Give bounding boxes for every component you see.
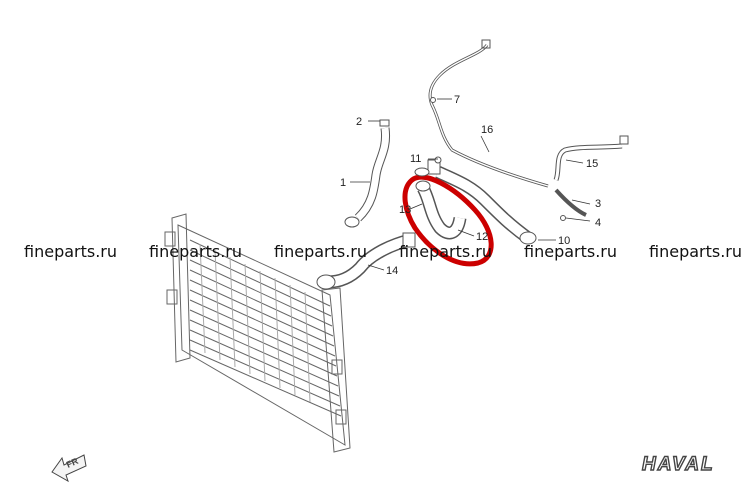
hose-12 (415, 180, 467, 240)
pipe-15 (553, 143, 623, 217)
watermark: fineparts.ru (524, 242, 617, 261)
watermark: fineparts.ru (274, 242, 367, 261)
callout-10: 10 (558, 235, 570, 247)
hose-1 (344, 127, 391, 228)
clamps (379, 97, 629, 221)
watermark: fineparts.ru (399, 242, 492, 261)
callout-11: 11 (410, 153, 421, 165)
callout-15: 15 (586, 158, 598, 170)
callout-7: 7 (454, 94, 460, 106)
watermark: fineparts.ru (149, 242, 242, 261)
front-direction-icon: FR (51, 454, 87, 483)
callout-2: 2 (356, 116, 362, 128)
callout-4: 4 (595, 217, 601, 229)
watermark: fineparts.ru (24, 242, 117, 261)
callout-1: 1 (340, 177, 346, 189)
svg-text:FR: FR (65, 456, 80, 470)
callout-14: 14 (386, 265, 398, 277)
callout-12: 12 (476, 231, 488, 243)
hose-14 (316, 232, 416, 290)
watermark-row: fineparts.ru fineparts.ru fineparts.ru f… (24, 242, 742, 261)
callout-3: 3 (595, 198, 601, 210)
hose-10 (427, 159, 537, 245)
radiator (164, 213, 351, 453)
watermark: fineparts.ru (649, 242, 742, 261)
callout-16: 16 (481, 124, 493, 136)
haval-logo: HAVAL (642, 454, 715, 475)
leader-lines (350, 98, 591, 271)
highlight-ring (402, 174, 494, 267)
callout-13: 13 (399, 204, 411, 216)
pipe-16 (428, 39, 549, 188)
